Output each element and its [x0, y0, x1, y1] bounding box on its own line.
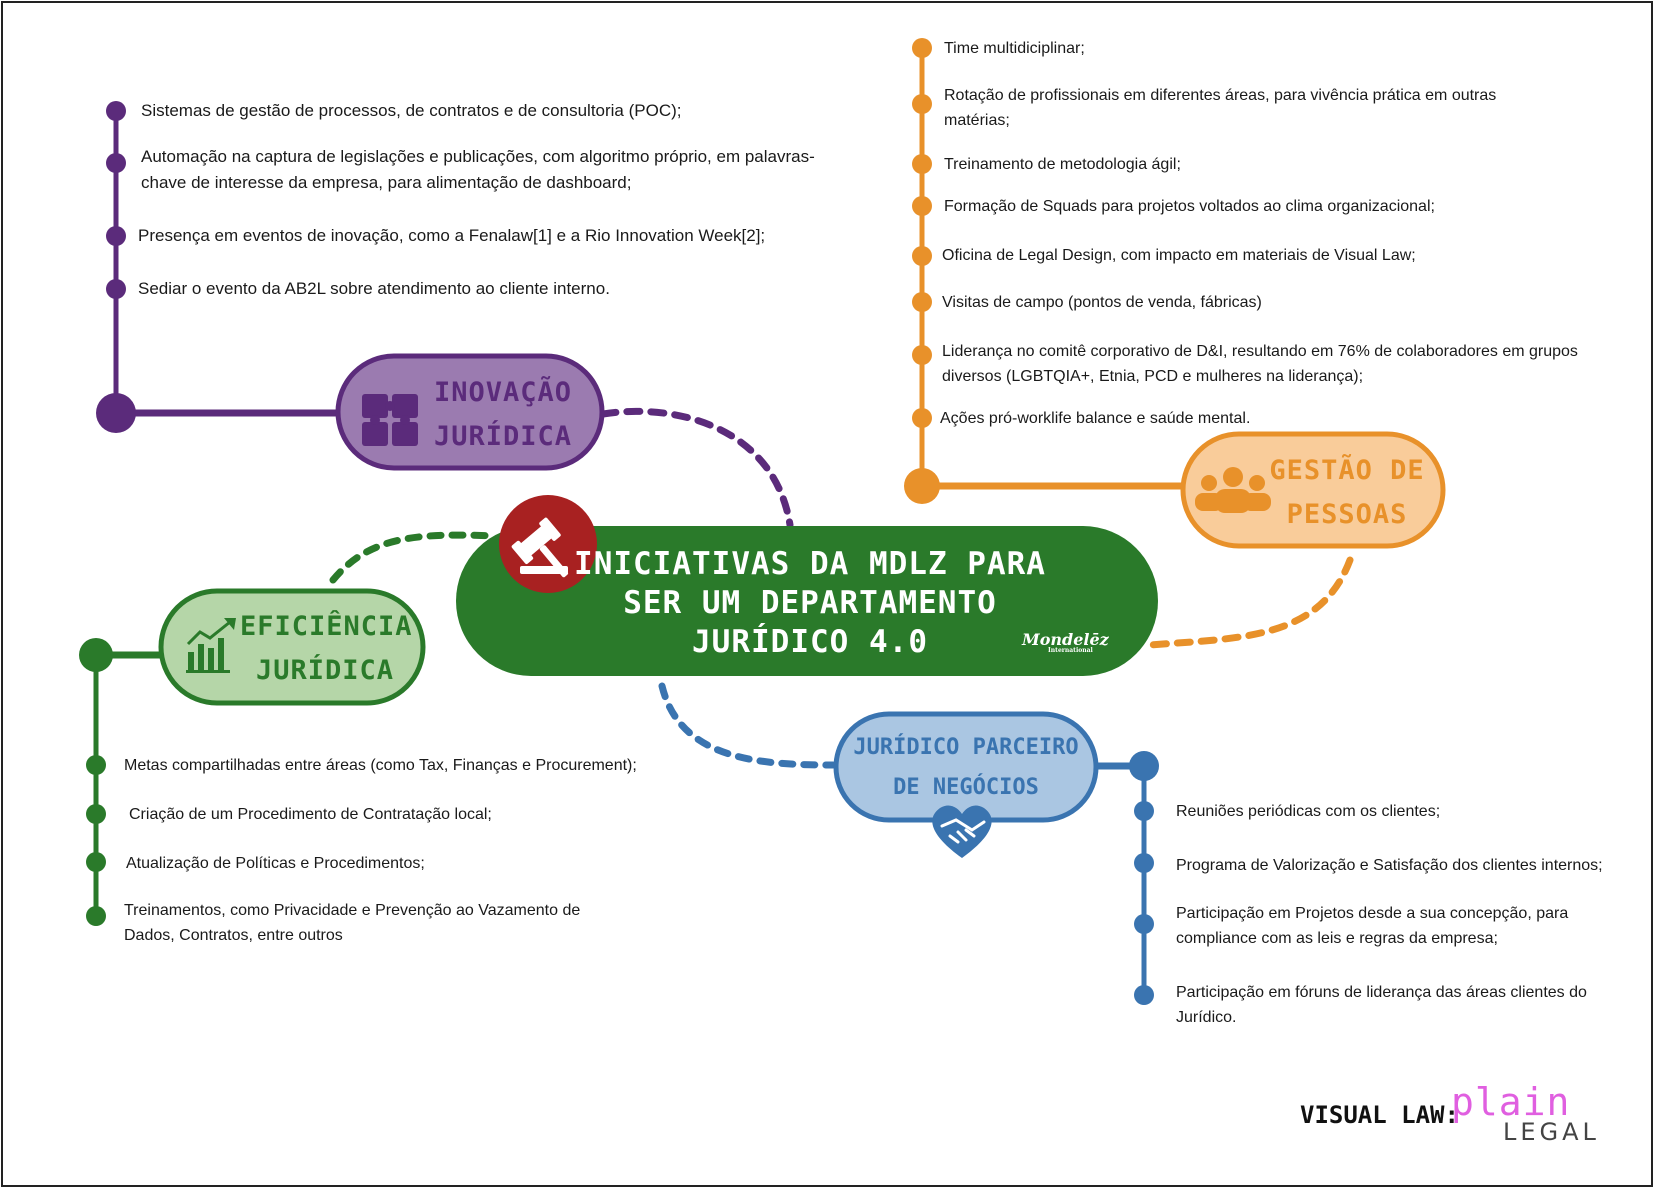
eficiencia-timeline-node [79, 638, 113, 672]
inovacao-item: Presença em eventos de inovação, como a … [138, 226, 766, 245]
inovacao-item: Automação na captura de legislações e pu… [141, 147, 815, 166]
gestao-bullet [912, 345, 932, 365]
parceiro-title-line: JURÍDICO PARCEIRO [853, 735, 1079, 760]
gestao-title: GESTÃO DE PESSOAS [1262, 449, 1432, 537]
parceiro-item: Reuniões periódicas com os clientes; [1176, 803, 1441, 820]
gavel-icon [499, 495, 597, 593]
people-icon [1195, 467, 1271, 513]
eficiencia-bullet [86, 852, 106, 872]
center-title-line: INICIATIVAS DA MDLZ PARA [574, 546, 1046, 582]
puzzle-icon [362, 394, 418, 446]
center-title: INICIATIVAS DA MDLZ PARA SER UM DEPARTAM… [560, 545, 1060, 662]
eficiencia-item-continuation: Dados, Contratos, entre outros [124, 927, 343, 944]
center-title-line: JURÍDICO 4.0 [692, 624, 928, 660]
inovacao-title-line: INOVAÇÃO [433, 377, 573, 408]
inovacao-timeline-node [96, 393, 136, 433]
eficiencia-bullet [86, 906, 106, 926]
mondelez-logo-sub: International [1048, 647, 1093, 654]
gestao-item-continuation: matérias; [944, 112, 1010, 129]
connector-inovacao [599, 407, 794, 529]
eficiencia-title-line: EFICIÊNCIA [240, 611, 413, 642]
gestao-item: Treinamento de metodologia ágil; [944, 156, 1181, 173]
connector-parceiro [658, 682, 837, 769]
center-pill [456, 526, 1158, 676]
parceiro-bullet [1134, 985, 1154, 1005]
gestao-item: Rotação de profissionais em diferentes á… [944, 87, 1497, 104]
inovacao-title: INOVAÇÃO JURÍDICA [418, 371, 588, 459]
parceiro-title-line: DE NEGÓCIOS [893, 775, 1039, 800]
eficiencia-item: Treinamentos, como Privacidade e Prevenç… [124, 902, 581, 919]
visual-law-label: VISUAL LAW: [1300, 1101, 1459, 1129]
gestao-item: Liderança no comitê corporativo de D&I, … [942, 343, 1578, 360]
gestao-title-line: PESSOAS [1286, 499, 1408, 530]
growth-chart-icon [186, 618, 236, 673]
gestao-bullet [912, 38, 932, 58]
eficiencia-title-line: JURÍDICA [255, 655, 395, 686]
parceiro-bullet [1134, 914, 1154, 934]
eficiencia-item: Metas compartilhadas entre áreas (como T… [124, 757, 637, 774]
eficiencia-bullet [86, 804, 106, 824]
parceiro-item: Participação em Projetos desde a sua con… [1176, 905, 1569, 922]
parceiro-item: Participação em fóruns de liderança das … [1176, 984, 1587, 1001]
parceiro-timeline-node [1129, 751, 1159, 781]
gestao-item: Oficina de Legal Design, com impacto em … [942, 247, 1416, 264]
connector-gestao [1146, 556, 1354, 649]
eficiencia-item: Atualização de Políticas e Procedimentos… [126, 855, 425, 872]
inovacao-bullet [106, 226, 126, 246]
gestao-bullet [912, 292, 932, 312]
gestao-item: Formação de Squads para projetos voltado… [944, 198, 1435, 215]
eficiencia-title: EFICIÊNCIA JURÍDICA [240, 605, 413, 693]
gestao-pill [1180, 431, 1446, 549]
gestao-bullet [912, 154, 932, 174]
parceiro-bullet [1134, 801, 1154, 821]
center-title-line: SER UM DEPARTAMENTO [623, 585, 997, 621]
gestao-timeline-node [904, 468, 940, 504]
inovacao-bullet [106, 101, 126, 121]
inovacao-bullet [106, 153, 126, 173]
inovacao-item: Sediar o evento da AB2L sobre atendiment… [138, 279, 610, 298]
gestao-item: Ações pró-worklife balance e saúde menta… [940, 410, 1251, 427]
parceiro-bullet [1134, 853, 1154, 873]
gestao-bullet [912, 408, 932, 428]
gestao-item-continuation: diversos (LGBTQIA+, Etnia, PCD e mulhere… [942, 368, 1364, 385]
gestao-title-line: GESTÃO DE [1269, 455, 1425, 486]
mondelez-logo: Mondelēz [1022, 630, 1109, 649]
parceiro-title: JURÍDICO PARCEIRO DE NEGÓCIOS [846, 728, 1086, 808]
handshake-heart-icon [932, 805, 992, 858]
parceiro-item-continuation: Jurídico. [1176, 1009, 1237, 1026]
inovacao-bullet [106, 279, 126, 299]
plain-legal-logo-sub: LEGAL [1503, 1118, 1600, 1146]
gestao-item: Time multidiciplinar; [944, 40, 1085, 57]
eficiencia-bullet [86, 755, 106, 775]
parceiro-item-continuation: compliance com as leis e regras da empre… [1176, 930, 1498, 947]
gestao-bullet [912, 94, 932, 114]
connector-eficiencia [329, 531, 500, 584]
inovacao-title-line: JURÍDICA [433, 421, 573, 452]
parceiro-item: Programa de Valorização e Satisfação dos… [1176, 857, 1603, 874]
gestao-bullet [912, 196, 932, 216]
inovacao-item: Sistemas de gestão de processos, de cont… [141, 101, 682, 120]
gestao-bullet [912, 246, 932, 266]
eficiencia-item: Criação de um Procedimento de Contrataçã… [129, 806, 492, 823]
plain-legal-logo: plain [1451, 1080, 1571, 1124]
gestao-item: Visitas de campo (pontos de venda, fábri… [942, 294, 1262, 311]
inovacao-item-continuation: chave de interesse da empresa, para alim… [141, 173, 632, 192]
